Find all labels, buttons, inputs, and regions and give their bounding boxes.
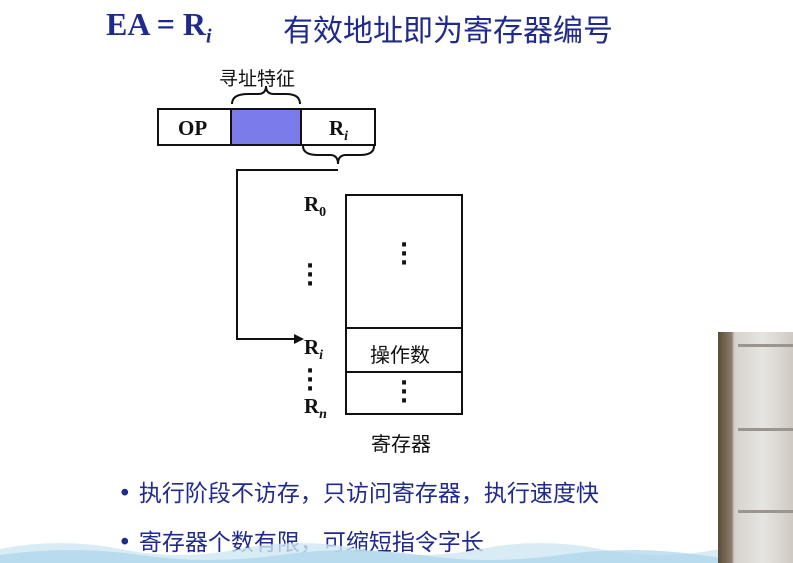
op-label: OP xyxy=(178,116,207,141)
register-label-r0: R0 xyxy=(304,192,326,221)
addressing-field xyxy=(230,108,303,146)
bullet-item-1: • 执行阶段不访存，只访问寄存器，执行速度快 xyxy=(118,474,599,508)
arrow-head xyxy=(294,334,304,344)
register-file: ··· 操作数 ··· xyxy=(345,194,463,415)
bottom-brace xyxy=(303,146,374,164)
register-field: Ri xyxy=(300,108,376,146)
register-file-caption: 寄存器 xyxy=(371,428,431,457)
top-brace xyxy=(232,86,300,104)
register-label-ellipsis-upper: ··· xyxy=(302,262,318,289)
register-label-ellipsis-lower: ··· xyxy=(302,367,318,394)
register-field-main: R xyxy=(329,116,344,140)
register-label-rn: Rn xyxy=(304,394,327,423)
register-field-label: Ri xyxy=(329,116,348,145)
op-field: OP xyxy=(157,108,233,146)
bullet-dot-icon: • xyxy=(118,481,139,507)
register-file-bottom-ellipsis: ··· xyxy=(396,379,412,406)
webcam-overlay xyxy=(718,332,793,563)
register-file-top-ellipsis: ··· xyxy=(396,241,412,268)
operand-cell: 操作数 xyxy=(370,339,430,368)
register-divider-top xyxy=(347,327,461,329)
register-field-sub: i xyxy=(344,129,348,144)
decorative-wave xyxy=(0,535,793,563)
